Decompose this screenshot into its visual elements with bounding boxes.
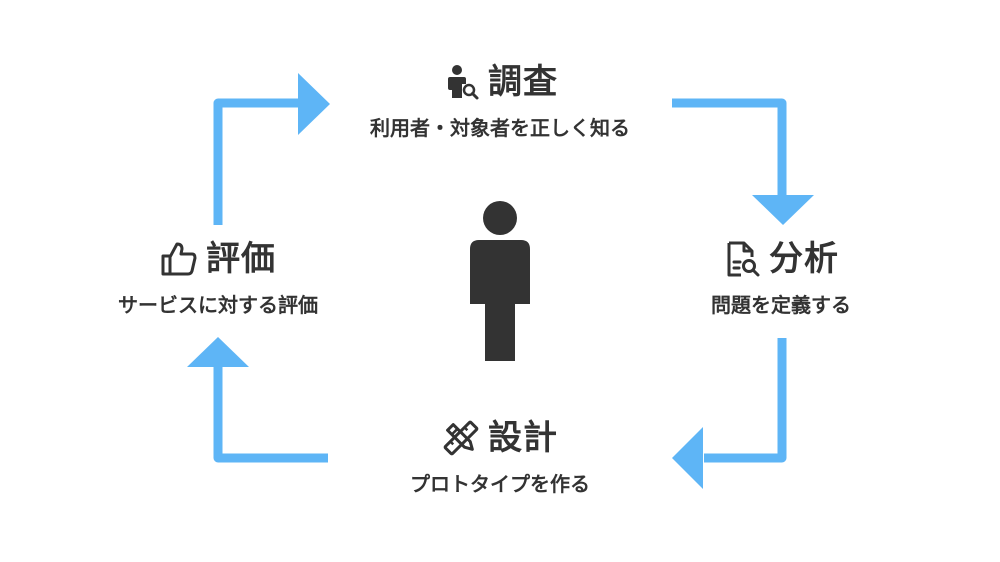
thumbs-up-icon [160,240,198,278]
stage-design-description: プロトタイプを作る [410,472,590,496]
arrow-analysis-to-design [672,338,787,489]
stage-design-title: 設計 [488,418,558,458]
stage-evaluation-description: サービスに対する評価 [118,293,318,317]
stage-research-description: 利用者・対象者を正しく知る [370,116,630,140]
stage-research-title: 調査 [488,62,558,102]
stage-analysis-title: 分析 [769,239,839,279]
stage-research-header: 調査 [442,62,558,102]
stage-evaluation-title: 評価 [206,239,276,279]
person-search-icon [442,63,480,101]
stage-analysis-header: 分析 [723,239,839,279]
stage-evaluation: 評価 サービスに対する評価 [118,239,318,317]
stage-evaluation-header: 評価 [160,239,276,279]
arrow-research-to-analysis [672,98,814,225]
stage-analysis: 分析 問題を定義する [711,239,851,317]
pencil-ruler-icon [442,419,480,457]
stage-design: 設計 プロトタイプを作る [410,418,590,496]
document-search-icon [723,240,761,278]
person-icon [470,201,530,361]
arrow-evaluation-to-research [213,73,330,225]
stage-design-header: 設計 [442,418,558,458]
stage-analysis-description: 問題を定義する [711,293,851,317]
arrow-design-to-evaluation [187,337,328,463]
stage-research: 調査 利用者・対象者を正しく知る [370,62,630,140]
